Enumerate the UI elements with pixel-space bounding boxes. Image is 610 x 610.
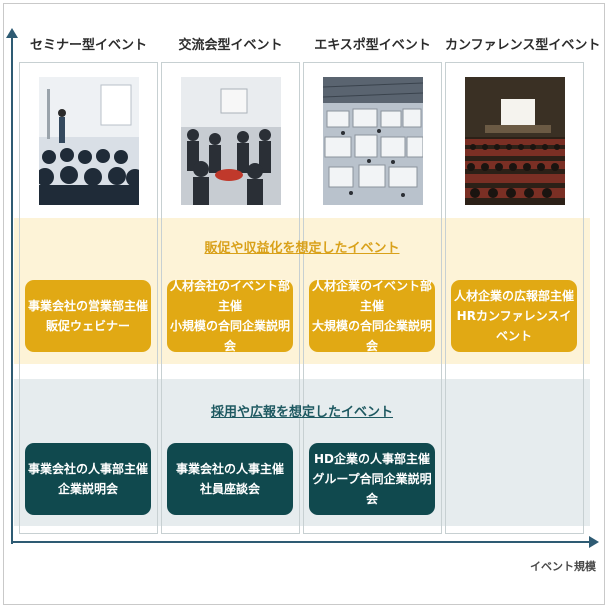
card-line: 大規模の合同企業説明会 bbox=[311, 319, 432, 353]
recruit-band-title: 採用や広報を想定したイベント bbox=[210, 405, 393, 420]
card-line: 人材会社のイベント部主催 bbox=[169, 279, 290, 313]
sales-band-title: 販促や収益化を想定したイベント bbox=[204, 241, 400, 256]
column-networking bbox=[161, 62, 300, 534]
expo-hall-photo bbox=[323, 77, 423, 205]
column-seminar bbox=[19, 62, 158, 534]
sales-card-seminar: 事業会社の営業部主催 販促ウェビナー bbox=[25, 280, 151, 352]
card-line: グループ合同企業説明会 bbox=[312, 472, 432, 506]
card-line: 事業会社の人事主催 bbox=[175, 462, 284, 476]
networking-event-photo bbox=[181, 77, 281, 205]
card-line: 販促ウェビナー bbox=[45, 319, 130, 333]
seminar-room-photo bbox=[39, 77, 139, 205]
column-conference bbox=[445, 62, 584, 534]
column-title-expo: エキスポ型イベント bbox=[314, 38, 431, 53]
column-title-networking: 交流会型イベント bbox=[178, 38, 283, 53]
column-title-seminar: セミナー型イベント bbox=[29, 38, 147, 53]
card-line: 事業会社の人事部主催 bbox=[27, 462, 148, 476]
card-line: 小規模の合同企業説明会 bbox=[169, 319, 290, 353]
x-axis-arrow-icon bbox=[589, 536, 599, 548]
x-axis-label: イベント規模 bbox=[530, 560, 596, 573]
y-axis-line bbox=[11, 34, 13, 544]
diagram-frame bbox=[3, 3, 605, 605]
card-line: 社員座談会 bbox=[199, 482, 260, 496]
sales-card-expo: 人材企業のイベント部主催 大規模の合同企業説明会 bbox=[309, 279, 435, 353]
card-line: HD企業の人事部主催 bbox=[313, 452, 430, 466]
card-line: 人材企業の広報部主催 bbox=[453, 289, 574, 303]
y-axis-arrow-icon bbox=[6, 28, 18, 38]
conference-hall-photo bbox=[465, 77, 565, 205]
x-axis-line bbox=[11, 541, 591, 543]
column-title-conference: カンファレンス型イベント bbox=[445, 38, 601, 53]
sales-card-networking: 人材会社のイベント部主催 小規模の合同企業説明会 bbox=[167, 279, 293, 353]
card-line: 企業説明会 bbox=[57, 482, 118, 496]
recruit-card-seminar: 事業会社の人事部主催 企業説明会 bbox=[25, 443, 151, 515]
recruit-card-expo: HD企業の人事部主催 グループ合同企業説明会 bbox=[309, 443, 435, 515]
card-line: 人材企業のイベント部主催 bbox=[311, 279, 432, 313]
recruit-card-networking: 事業会社の人事主催 社員座談会 bbox=[167, 443, 293, 515]
sales-card-conference: 人材企業の広報部主催 HRカンファレンスイベント bbox=[451, 280, 577, 352]
card-line: HRカンファレンスイベント bbox=[456, 309, 572, 343]
column-expo bbox=[303, 62, 442, 534]
card-line: 事業会社の営業部主催 bbox=[27, 299, 148, 313]
